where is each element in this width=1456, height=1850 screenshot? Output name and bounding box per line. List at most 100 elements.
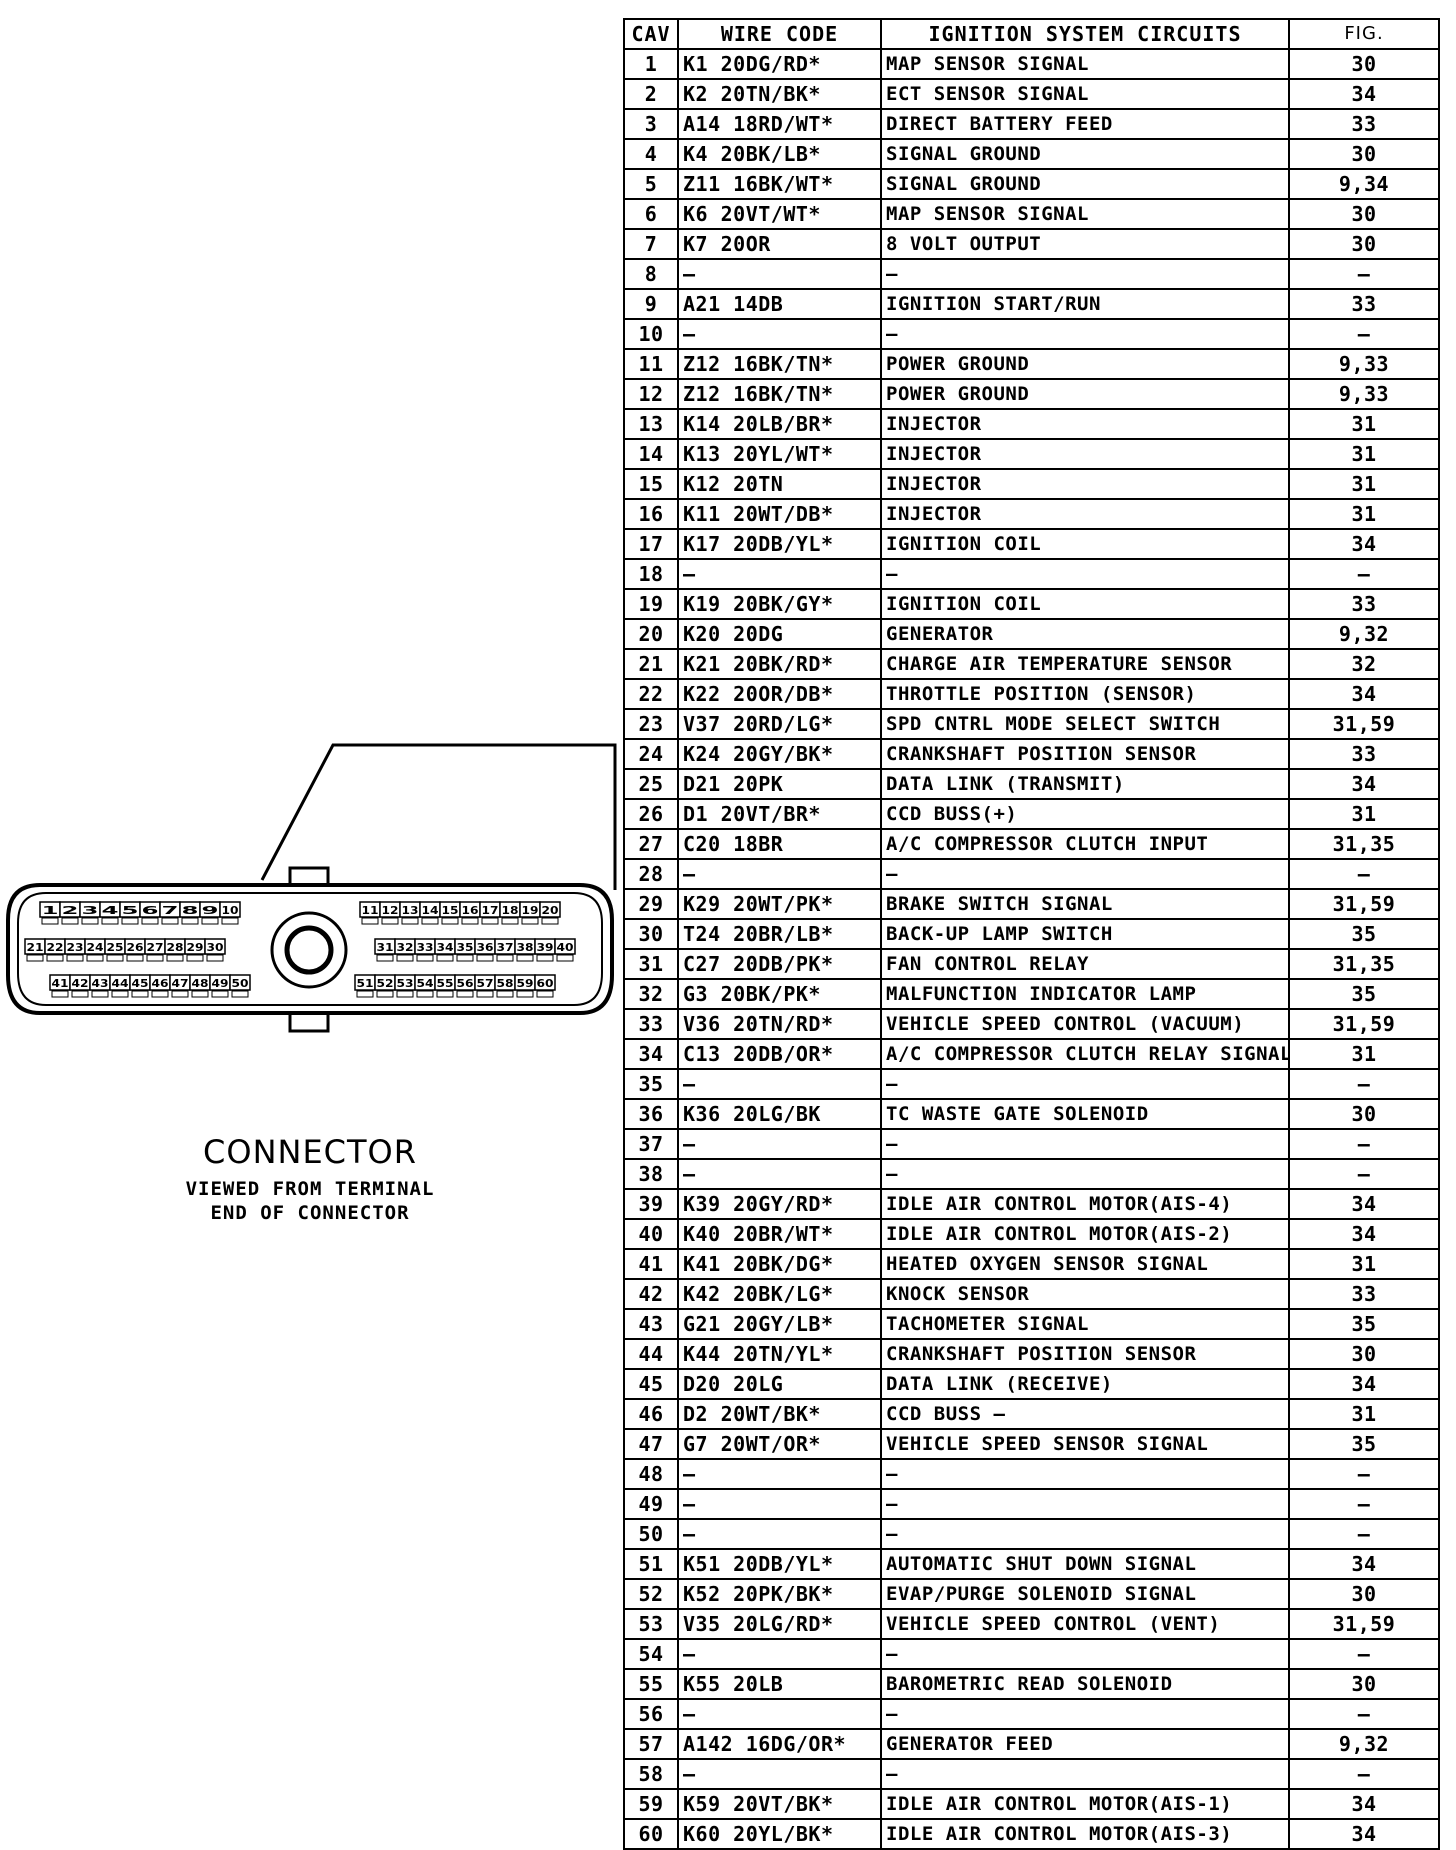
cav-cell: 41 [623,1248,679,1280]
cav-cell: 27 [623,828,679,860]
wire-code-cell: K12 20TN [677,468,882,500]
cav-cell: 45 [623,1368,679,1400]
cav-cell: 59 [623,1788,679,1820]
circuit-cell: IGNITION START/RUN [880,288,1290,320]
cav-cell: 14 [623,438,679,470]
fig-cell: — [1288,558,1440,590]
wire-code-cell: K59 20VT/BK* [677,1788,882,1820]
pin-slot [476,990,494,998]
pin-number: 23 [67,941,84,954]
pin-slot [521,917,539,925]
cav-cell: 17 [623,528,679,560]
pin-number: 31 [377,941,394,954]
pin-slot [481,917,499,925]
pin-number: 47 [172,977,189,990]
cav-cell: 33 [623,1008,679,1040]
pin-slot [496,954,514,962]
fig-cell: 34 [1288,528,1440,560]
fig-cell: 35 [1288,1428,1440,1460]
table-row: 50——— [623,1518,1440,1550]
fig-cell: 31 [1288,1248,1440,1280]
header-cav: CAV [623,18,679,50]
cav-cell: 39 [623,1188,679,1220]
pin-number: 38 [517,941,534,954]
cav-cell: 36 [623,1098,679,1130]
cav-cell: 53 [623,1608,679,1640]
fig-cell: — [1288,858,1440,890]
circuit-cell: — [880,1638,1290,1670]
wire-code-cell: K20 20DG [677,618,882,650]
circuit-cell: ECT SENSOR SIGNAL [880,78,1290,110]
fig-cell: 30 [1288,1668,1440,1700]
circuit-cell: HEATED OXYGEN SENSOR SIGNAL [880,1248,1290,1280]
circuit-cell: INJECTOR [880,468,1290,500]
wire-code-cell: V36 20TN/RD* [677,1008,882,1040]
circuit-cell: POWER GROUND [880,378,1290,410]
wire-code-cell: K21 20BK/RD* [677,648,882,680]
wire-code-cell: A21 14DB [677,288,882,320]
pinout-table: CAV WIRE CODE IGNITION SYSTEM CIRCUITS F… [623,18,1440,1850]
cav-cell: 9 [623,288,679,320]
pin-slot [26,954,44,962]
wire-code-cell: — [677,1458,882,1490]
table-row: 38——— [623,1158,1440,1190]
pin-slot [401,917,419,925]
pin-number: 50 [232,977,249,990]
fig-cell: 9,33 [1288,348,1440,380]
cav-cell: 20 [623,618,679,650]
fig-cell: 35 [1288,1308,1440,1340]
fig-cell: 34 [1288,1368,1440,1400]
wire-code-cell: K24 20GY/BK* [677,738,882,770]
cav-cell: 34 [623,1038,679,1070]
cav-cell: 7 [623,228,679,260]
pin-slot [556,954,574,962]
pin-slot [101,917,119,925]
circuit-cell: GENERATOR [880,618,1290,650]
pin-slot [121,917,139,925]
cav-cell: 5 [623,168,679,200]
pin-slot [91,990,109,998]
pin-number: 21 [27,941,44,954]
circuit-cell: MAP SENSOR SIGNAL [880,198,1290,230]
cav-cell: 6 [623,198,679,230]
fig-cell: 31,35 [1288,948,1440,980]
wire-code-cell: Z11 16BK/WT* [677,168,882,200]
wire-code-cell: K11 20WT/DB* [677,498,882,530]
fig-cell: — [1288,1758,1440,1790]
pin-slot [111,990,129,998]
pin-slot [461,917,479,925]
pin-number: 4 [102,904,119,917]
fig-cell: — [1288,1698,1440,1730]
circuit-cell: — [880,1128,1290,1160]
cav-cell: 52 [623,1578,679,1610]
wire-code-cell: K7 20OR [677,228,882,260]
wire-code-cell: C20 18BR [677,828,882,860]
cav-cell: 43 [623,1308,679,1340]
pin-number: 57 [477,977,494,990]
pin-slot [191,990,209,998]
pin-slot [201,917,219,925]
fig-cell: 31 [1288,408,1440,440]
circuit-cell: IDLE AIR CONTROL MOTOR(AIS-3) [880,1818,1290,1850]
fig-cell: 30 [1288,228,1440,260]
pin-slot [421,917,439,925]
header-circuit: IGNITION SYSTEM CIRCUITS [880,18,1290,50]
pin-slot [131,990,149,998]
fig-cell: — [1288,1638,1440,1670]
wire-code-cell: — [677,1128,882,1160]
pin-slot [441,917,459,925]
cav-cell: 23 [623,708,679,740]
circuit-cell: CRANKSHAFT POSITION SENSOR [880,738,1290,770]
wire-code-cell: — [677,1068,882,1100]
pin-slot [141,917,159,925]
pin-slot [541,917,559,925]
circuit-cell: CCD BUSS — [880,1398,1290,1430]
